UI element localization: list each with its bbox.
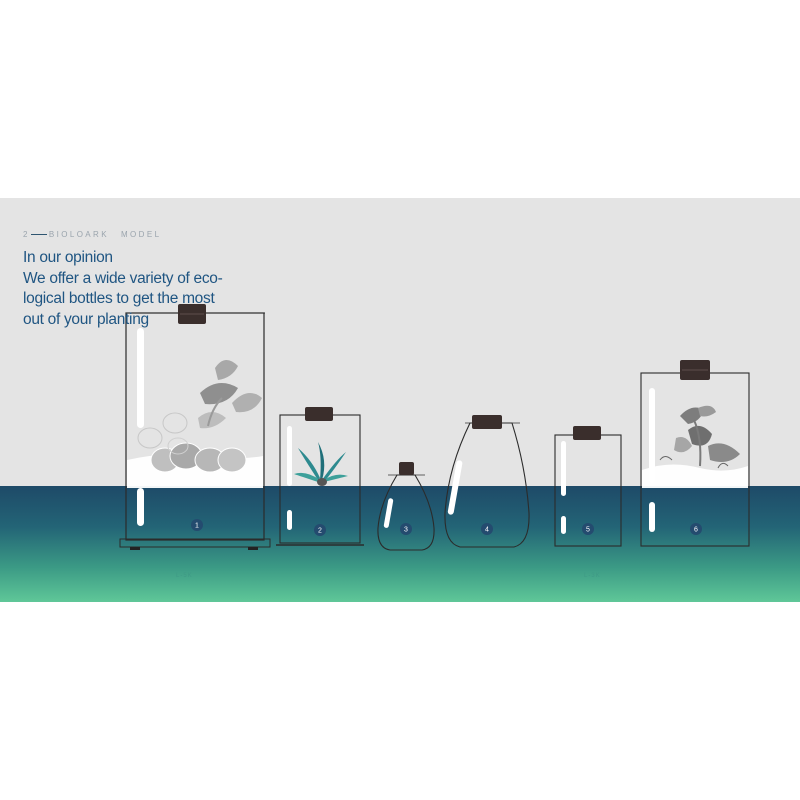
plant-2 — [294, 442, 348, 486]
bottle-4-badge — [481, 523, 493, 535]
headline-line-4: out of your planting — [23, 310, 149, 328]
water-band — [0, 486, 800, 602]
bottle-3-badge — [400, 523, 412, 535]
plant-1 — [137, 359, 262, 473]
bottle-5-number: 5 — [586, 527, 590, 534]
bottle-1-number: 1 — [195, 523, 199, 530]
brand-name: BIOLOARK — [48, 230, 109, 239]
series-number: 2 — [23, 230, 30, 239]
bottle-lineup-illustration: 1 2 3 4 5 6 — [0, 198, 800, 602]
bottle-6-number: 6 — [694, 527, 698, 534]
series-dash — [30, 234, 47, 235]
bottle-3[interactable] — [377, 462, 435, 551]
headline-line-2: We offer a wide variety of eco- — [23, 269, 223, 287]
headline-line-3: logical bottles to get the most — [23, 290, 215, 307]
headline-line-1: In our opinion — [23, 249, 113, 266]
bottle-4-number: 4 — [485, 527, 489, 534]
bottle-3-cap — [399, 462, 414, 475]
bottle-6-badge — [690, 523, 702, 535]
bottle-3-number: 3 — [404, 527, 408, 534]
bottle-4-cap — [472, 415, 502, 429]
bottle-5-cap — [573, 426, 601, 440]
bottle-5[interactable] — [554, 426, 622, 547]
bottle-2-badge — [314, 524, 326, 536]
footer-right-label: L-3K — [584, 573, 601, 579]
product-banner: 1 2 3 4 5 6 2 BIOLOARK MODEL In our opin… — [0, 198, 800, 602]
bottle-2-number: 2 — [318, 528, 322, 535]
bottle-4[interactable] — [444, 415, 530, 548]
bottle-2[interactable] — [276, 407, 364, 546]
series-label: 2 BIOLOARK MODEL — [23, 230, 161, 239]
bottle-1-badge — [191, 519, 203, 531]
headline: In our opinion We offer a wide variety o… — [23, 248, 223, 330]
bottle-2-cap — [305, 407, 333, 421]
bottle-1[interactable] — [119, 304, 271, 550]
plant-6 — [659, 405, 740, 469]
top-band — [0, 198, 800, 486]
bottle-6[interactable] — [640, 360, 750, 547]
footer-left-label: L-5K — [176, 573, 193, 579]
bottle-5-badge — [582, 523, 594, 535]
section-name: MODEL — [120, 230, 162, 239]
